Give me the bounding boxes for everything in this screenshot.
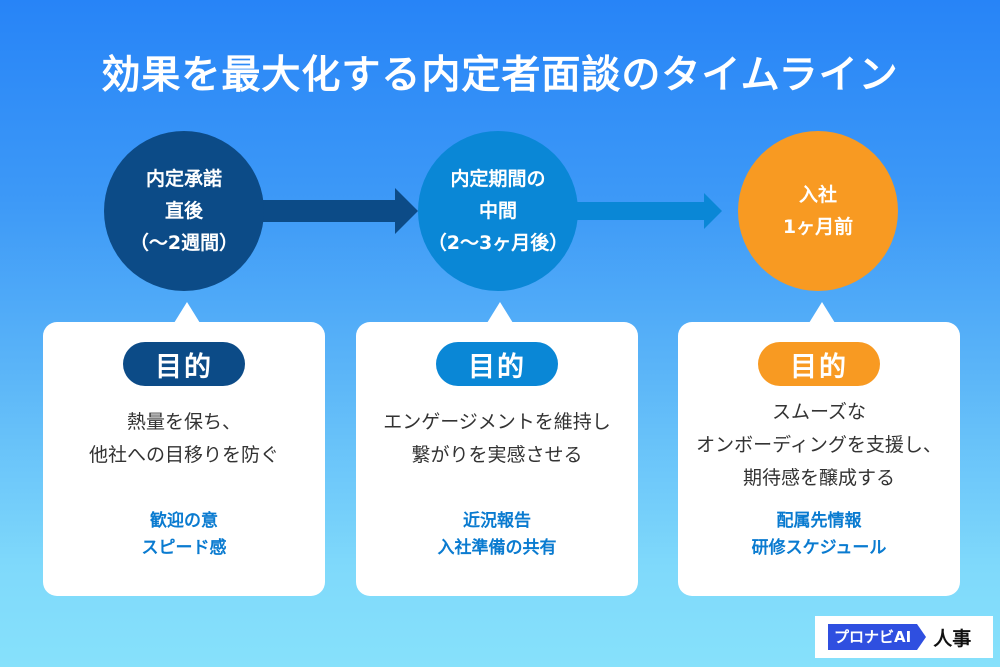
keyword-list: 歓迎の意 スピード感 <box>43 508 325 562</box>
description-line: 熱量を保ち、 <box>126 411 241 433</box>
stage-circle-2: 内定期間の 中間 （2〜3ヶ月後） <box>418 131 578 291</box>
purpose-badge: 目的 <box>758 342 880 386</box>
description-line: オンボーディングを支援し、 <box>696 434 942 456</box>
stage-label-line: 内定期間の <box>450 168 546 190</box>
description-line: 他社への目移りを防ぐ <box>88 444 279 466</box>
keyword-list: 配属先情報 研修スケジュール <box>678 508 960 562</box>
keyword: 歓迎の意 <box>150 511 218 531</box>
arrow-right-icon <box>576 193 722 229</box>
stage-circle-1: 内定承諾 直後 （〜2週間） <box>104 131 264 291</box>
stage-label-line: （〜2週間） <box>129 232 239 254</box>
description-line: 繋がりを実感させる <box>411 444 583 466</box>
stage-card-3: 目的 スムーズな オンボーディングを支援し、 期待感を醸成する 配属先情報 研修… <box>678 302 960 596</box>
purpose-description: 熱量を保ち、 他社への目移りを防ぐ <box>43 406 325 472</box>
brand-logo: プロナビAI 人事 <box>815 616 993 658</box>
keyword: 入社準備の共有 <box>437 538 557 558</box>
description-line: 期待感を醸成する <box>742 467 895 489</box>
page-title: 効果を最大化する内定者面談のタイムライン <box>101 53 899 98</box>
stage-label-line: 1ヶ月前 <box>782 216 854 238</box>
stage-circle-3: 入社 1ヶ月前 <box>738 131 898 291</box>
logo-text: 人事 <box>933 627 972 650</box>
stage-card-1: 目的 熱量を保ち、 他社への目移りを防ぐ 歓迎の意 スピード感 <box>43 302 325 596</box>
keyword: 近況報告 <box>463 511 531 531</box>
keyword: スピード感 <box>141 538 227 558</box>
stage-label-line: 中間 <box>478 200 517 222</box>
stage-label-line: （2〜3ヶ月後） <box>427 232 569 254</box>
purpose-description: スムーズな オンボーディングを支援し、 期待感を醸成する <box>678 396 960 495</box>
arrow-right-icon <box>262 188 418 234</box>
purpose-description: エンゲージメントを維持し 繋がりを実感させる <box>356 406 638 472</box>
stage-label-line: 内定承諾 <box>145 168 222 190</box>
purpose-badge: 目的 <box>123 342 245 386</box>
keyword-list: 近況報告 入社準備の共有 <box>356 508 638 562</box>
logo-badge: プロナビAI <box>828 624 927 650</box>
stage-label-line: 直後 <box>164 200 203 222</box>
description-line: スムーズな <box>771 401 867 423</box>
stage-card-2: 目的 エンゲージメントを維持し 繋がりを実感させる 近況報告 入社準備の共有 <box>356 302 638 596</box>
description-line: エンゲージメントを維持し <box>383 411 611 433</box>
keyword: 配属先情報 <box>776 511 862 531</box>
purpose-badge: 目的 <box>436 342 558 386</box>
keyword: 研修スケジュール <box>751 538 887 558</box>
stage-label-line: 入社 <box>798 184 837 206</box>
